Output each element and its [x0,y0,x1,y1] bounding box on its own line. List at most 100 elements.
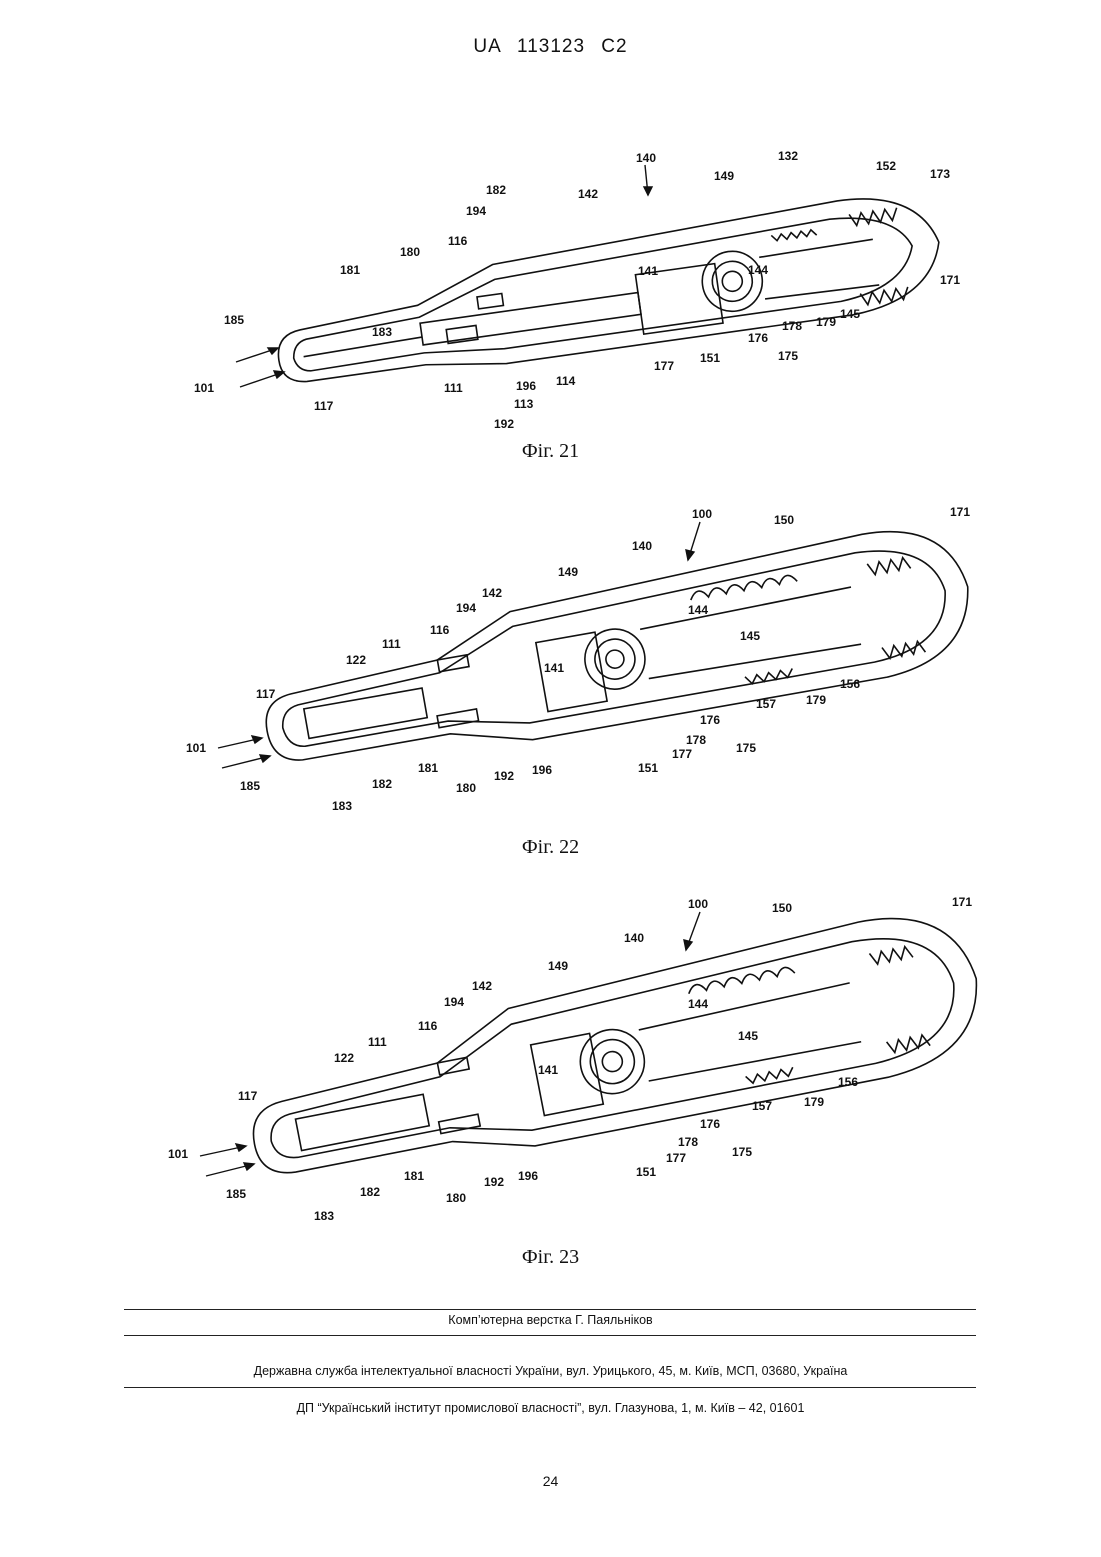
label-171: 171 [952,895,972,909]
label-185: 185 [224,313,244,327]
label-116: 116 [418,1019,438,1033]
label-145: 145 [738,1029,758,1043]
label-101: 101 [186,741,206,755]
label-179: 179 [816,315,836,329]
label-100: 100 [692,507,712,521]
label-175: 175 [732,1145,752,1159]
label-194: 194 [444,995,464,1009]
label-150: 150 [774,513,794,527]
label-173: 173 [930,167,950,181]
label-183: 183 [372,325,392,339]
label-144: 144 [748,263,768,277]
label-185: 185 [226,1187,246,1201]
label-181: 181 [404,1169,424,1183]
label-116: 116 [448,234,468,248]
label-175: 175 [778,349,798,363]
label-178: 178 [686,733,706,747]
label-176: 176 [700,1117,720,1131]
label-111: 111 [444,381,463,395]
label-178: 178 [678,1135,698,1149]
footer-divider-top [124,1309,976,1310]
label-132: 132 [778,149,798,163]
label-177: 177 [672,747,692,761]
label-196: 196 [518,1169,538,1183]
label-117: 117 [238,1089,258,1103]
label-100: 100 [688,897,708,911]
label-171: 171 [940,273,960,287]
label-179: 179 [806,693,826,707]
label-114: 114 [556,374,576,388]
label-141: 141 [638,264,658,278]
label-142: 142 [578,187,598,201]
agency-address: Державна служба інтелектуальної власност… [0,1364,1101,1378]
label-140: 140 [624,931,644,945]
label-144: 144 [688,997,708,1011]
label-181: 181 [418,761,438,775]
label-151: 151 [636,1165,656,1179]
label-194: 194 [456,601,476,615]
label-117: 117 [314,399,334,413]
label-194: 194 [466,204,486,218]
label-151: 151 [700,351,720,365]
label-177: 177 [654,359,674,373]
label-149: 149 [558,565,578,579]
label-101: 101 [194,381,214,395]
label-192: 192 [484,1175,504,1189]
label-140: 140 [632,539,652,553]
page-number: 24 [0,1473,1101,1489]
label-113: 113 [514,397,534,411]
footer-divider-bottom [124,1387,976,1388]
label-151: 151 [638,761,658,775]
label-111: 111 [368,1035,387,1049]
label-183: 183 [332,799,352,813]
label-157: 157 [756,697,776,711]
label-182: 182 [372,777,392,791]
label-141: 141 [544,661,564,675]
figure-23: 100 150 171 140 149 142 194 144 116 145 … [0,890,1101,1230]
label-175: 175 [736,741,756,755]
label-142: 142 [482,586,502,600]
label-141: 141 [538,1063,558,1077]
label-117: 117 [256,687,276,701]
figure-22-caption: Фіг. 22 [0,836,1101,859]
label-176: 176 [700,713,720,727]
label-149: 149 [548,959,568,973]
label-183: 183 [314,1209,334,1223]
label-182: 182 [360,1185,380,1199]
label-181: 181 [340,263,360,277]
label-140: 140 [636,151,656,165]
figure-21: 140 132 149 152 173 182 142 194 116 180 … [0,140,1101,440]
figure-21-drawing: 140 132 149 152 173 182 142 194 116 180 … [0,140,1101,440]
label-180: 180 [456,781,476,795]
label-156: 156 [840,677,860,691]
figure-23-caption: Фіг. 23 [0,1246,1101,1269]
label-116: 116 [430,623,450,637]
patent-number-header: UA 113123 C2 [0,36,1101,58]
label-111: 111 [382,637,401,651]
label-196: 196 [516,379,536,393]
label-192: 192 [494,769,514,783]
figure-22-drawing: 100 150 171 140 149 142 194 144 116 145 … [0,500,1101,820]
label-178: 178 [782,319,802,333]
label-156: 156 [838,1075,858,1089]
label-150: 150 [772,901,792,915]
label-145: 145 [840,307,860,321]
footer-divider-middle [124,1335,976,1336]
label-142: 142 [472,979,492,993]
figure-23-drawing: 100 150 171 140 149 142 194 144 116 145 … [0,890,1101,1230]
label-180: 180 [446,1191,466,1205]
label-144: 144 [688,603,708,617]
figure-21-caption: Фіг. 21 [0,440,1101,463]
label-176: 176 [748,331,768,345]
label-145: 145 [740,629,760,643]
label-152: 152 [876,159,896,173]
label-101: 101 [168,1147,188,1161]
label-122: 122 [334,1051,354,1065]
label-196: 196 [532,763,552,777]
label-177: 177 [666,1151,686,1165]
label-171: 171 [950,505,970,519]
label-179: 179 [804,1095,824,1109]
label-122: 122 [346,653,366,667]
label-149: 149 [714,169,734,183]
label-185: 185 [240,779,260,793]
